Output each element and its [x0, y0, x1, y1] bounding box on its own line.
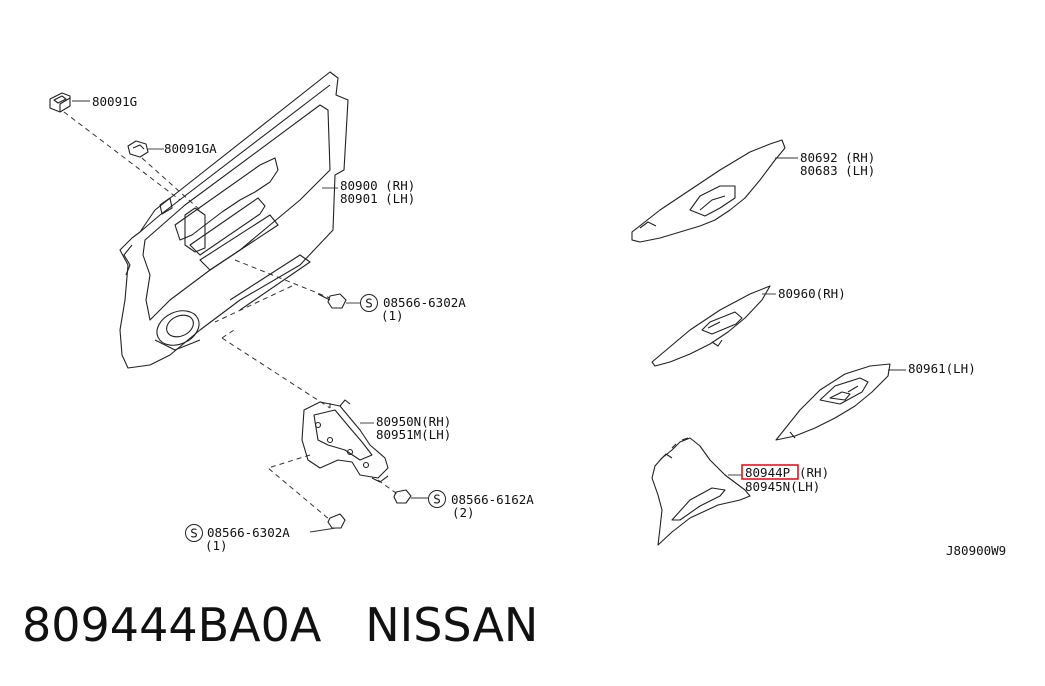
label-pull-rh-part: 80944P	[745, 465, 790, 480]
label-screw-a-code: 08566-6302A	[383, 295, 466, 310]
label-finisher-lh: 80901 (LH)	[340, 191, 415, 206]
screw-a-icon	[317, 293, 347, 309]
label-armrest-rh: 80692 (RH)	[800, 150, 875, 165]
screw-c-icon	[327, 513, 346, 529]
screw-b-icon	[393, 489, 412, 504]
diagram-code: J80900W9	[946, 543, 1006, 558]
label-pull-lh: 80945N(LH)	[745, 479, 820, 494]
clip-80091g-icon	[49, 92, 71, 113]
label-bracket-rh: 80950N(RH)	[376, 414, 451, 429]
svg-text:S: S	[190, 526, 198, 541]
label-80091g: 80091G	[92, 94, 137, 109]
svg-text:S: S	[365, 296, 373, 311]
label-screw-b-code: 08566-6162A	[451, 492, 534, 507]
door-finisher-panel	[119, 71, 349, 369]
highlight-box	[741, 464, 799, 480]
label-screw-c-code: 08566-6302A	[207, 525, 290, 540]
bracket-80950n-part	[301, 399, 389, 483]
screw-a-s-mark-icon: S	[360, 294, 378, 312]
label-switch-rh: 80960(RH)	[778, 286, 846, 301]
label-switch-lh: 80961(LH)	[908, 361, 976, 376]
label-bracket-lh: 80951M(LH)	[376, 427, 451, 442]
label-screw-b-qty: (2)	[452, 505, 475, 520]
label-screw-a-qty: (1)	[381, 308, 404, 323]
caption: 809444BA0A NISSAN	[22, 598, 538, 652]
clip-80091ga-icon	[127, 140, 149, 158]
screw-c-s-mark-icon: S	[185, 524, 203, 542]
label-pull-rh-side: (RH)	[799, 465, 829, 480]
armrest-80692-part	[631, 139, 786, 243]
screw-b-s-mark-icon: S	[428, 490, 446, 508]
label-screw-c-qty: (1)	[205, 538, 228, 553]
switch-finisher-80960-part	[651, 285, 771, 367]
caption-brand: NISSAN	[365, 598, 539, 652]
caption-part-number: 809444BA0A	[22, 598, 322, 652]
label-80091ga: 80091GA	[164, 141, 217, 156]
svg-text:S: S	[433, 492, 441, 507]
pull-handle-80944p-part	[651, 437, 751, 546]
label-finisher-rh: 80900 (RH)	[340, 178, 415, 193]
switch-finisher-80961-part	[775, 363, 891, 441]
label-armrest-lh: 80683 (LH)	[800, 163, 875, 178]
